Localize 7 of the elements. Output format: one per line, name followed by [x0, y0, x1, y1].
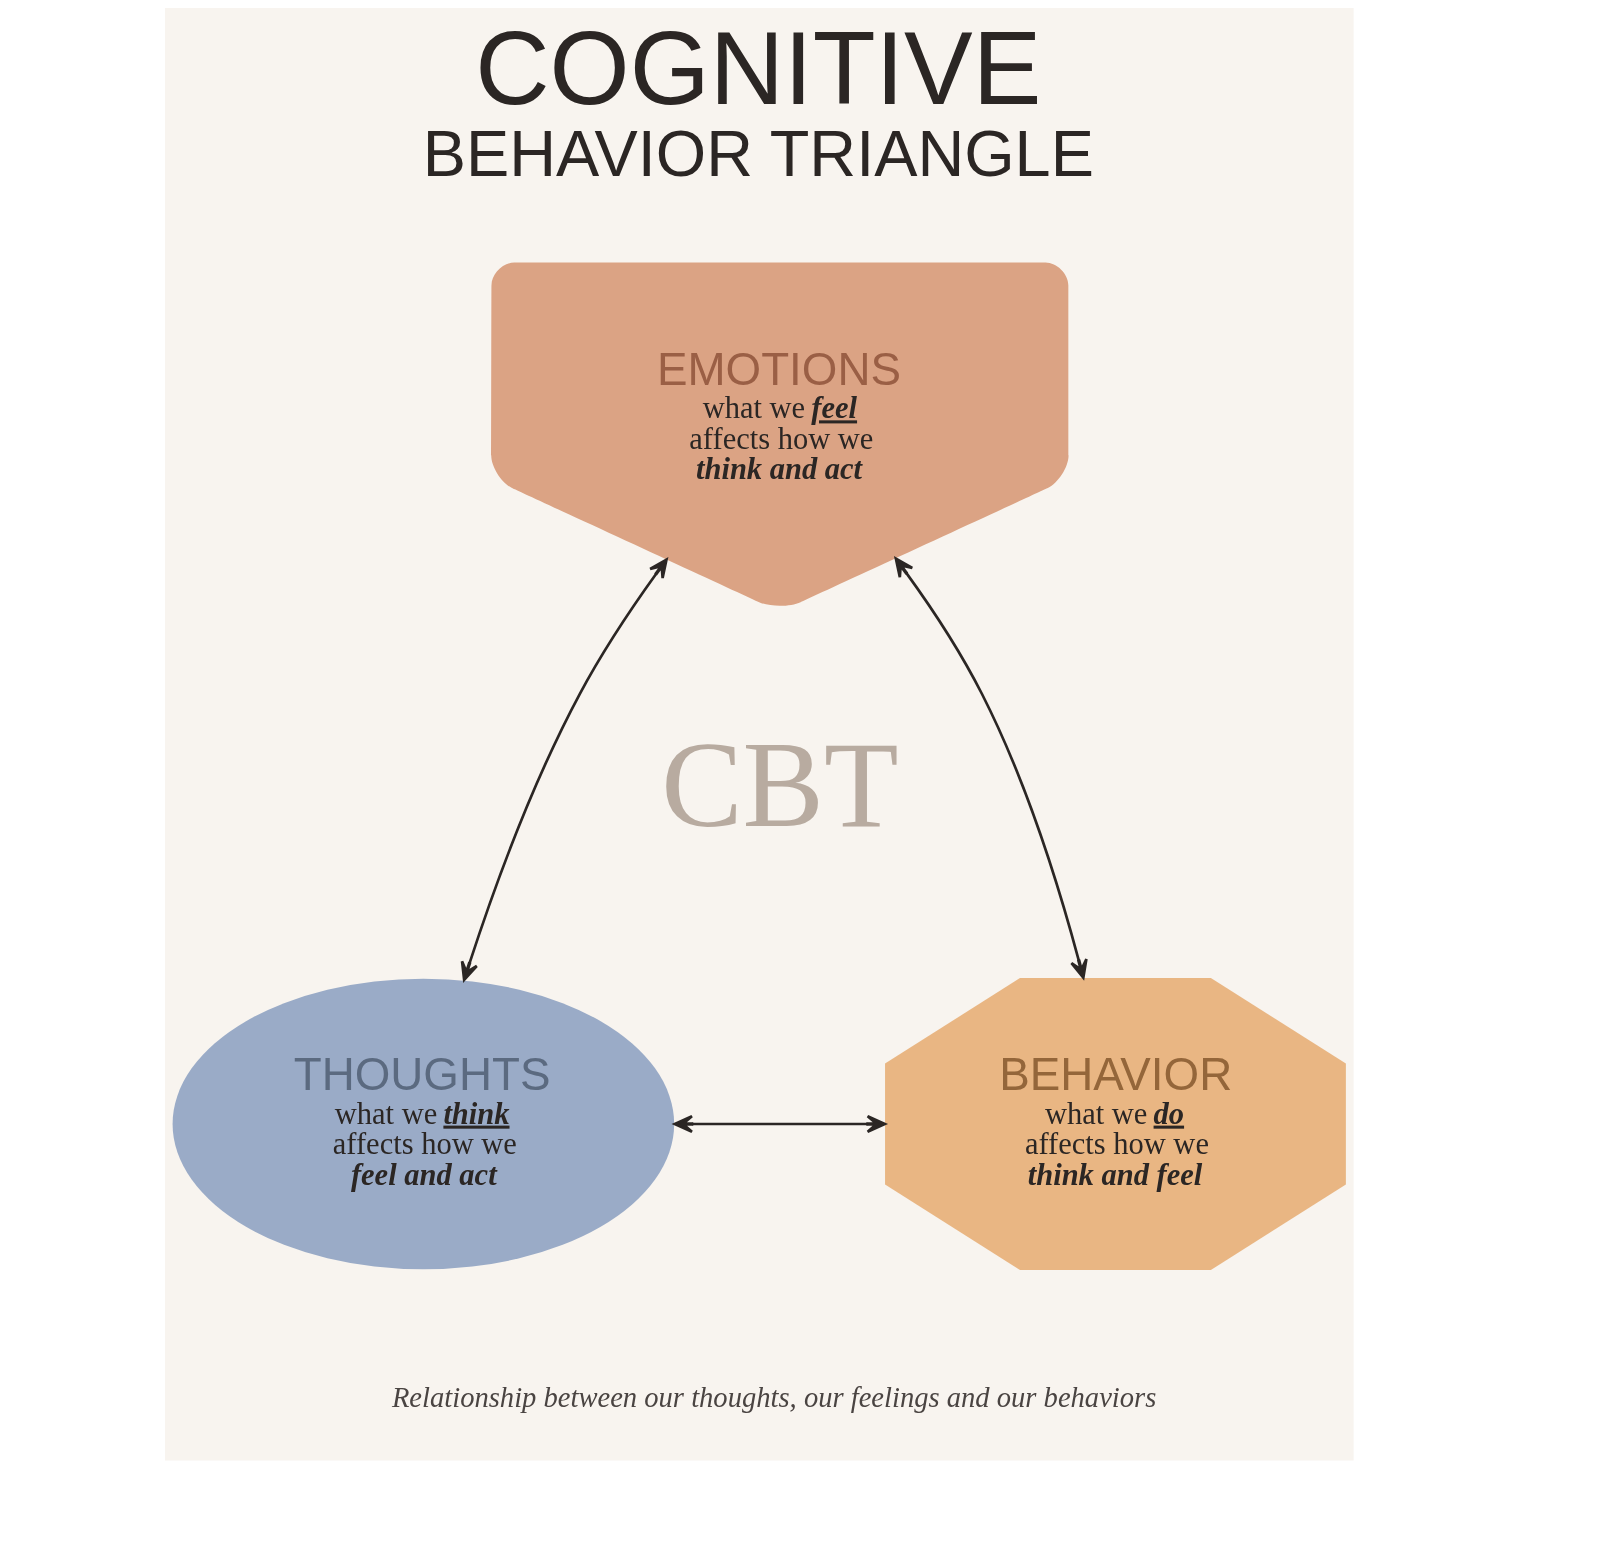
arrow — [672, 1114, 886, 1134]
label: CBT — [660, 716, 899, 852]
arrow — [894, 557, 1088, 979]
arrow — [460, 558, 668, 982]
node-ellipse: THOUGHTS what we think affects how we feel and act — [172, 978, 674, 1270]
diagram-title: COGNITIVE BEHAVIOR TRIANGLE — [422, 10, 1094, 191]
caption: Relationship between our thoughts, our feelings and our behaviors — [391, 1382, 1156, 1414]
